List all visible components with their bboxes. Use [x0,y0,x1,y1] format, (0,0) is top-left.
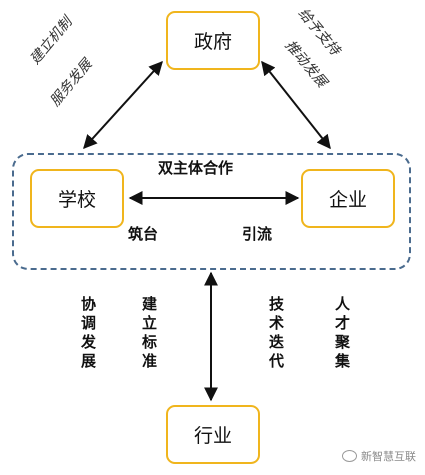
enterprise-label: 企业 [328,189,367,211]
government-label: 政府 [193,31,232,53]
dual-subject-label: 双主体合作 [158,159,234,177]
tech-text: 技术迭代 [267,296,285,372]
chat-bubble-icon [342,450,357,462]
standards-text: 建立标准 [140,296,158,372]
coordinate-text: 协调发展 [79,296,97,372]
talent-text: 人才聚集 [333,296,351,372]
government-node: 政府 [166,11,260,70]
enterprise-node: 企业 [301,169,395,228]
dual-subject-frame [12,153,411,270]
attract-flow-label: 引流 [242,225,273,243]
school-label: 学校 [57,189,96,211]
industry-node: 行业 [166,405,260,464]
arrow-gov-enterprise [261,60,331,150]
watermark-text: 新智慧互联 [361,450,416,463]
watermark: 新智慧互联 [342,448,416,464]
school-node: 学校 [30,169,124,228]
arrow-gov-school [83,60,163,150]
build-platform-label: 筑台 [128,225,159,243]
industry-label: 行业 [193,425,232,447]
